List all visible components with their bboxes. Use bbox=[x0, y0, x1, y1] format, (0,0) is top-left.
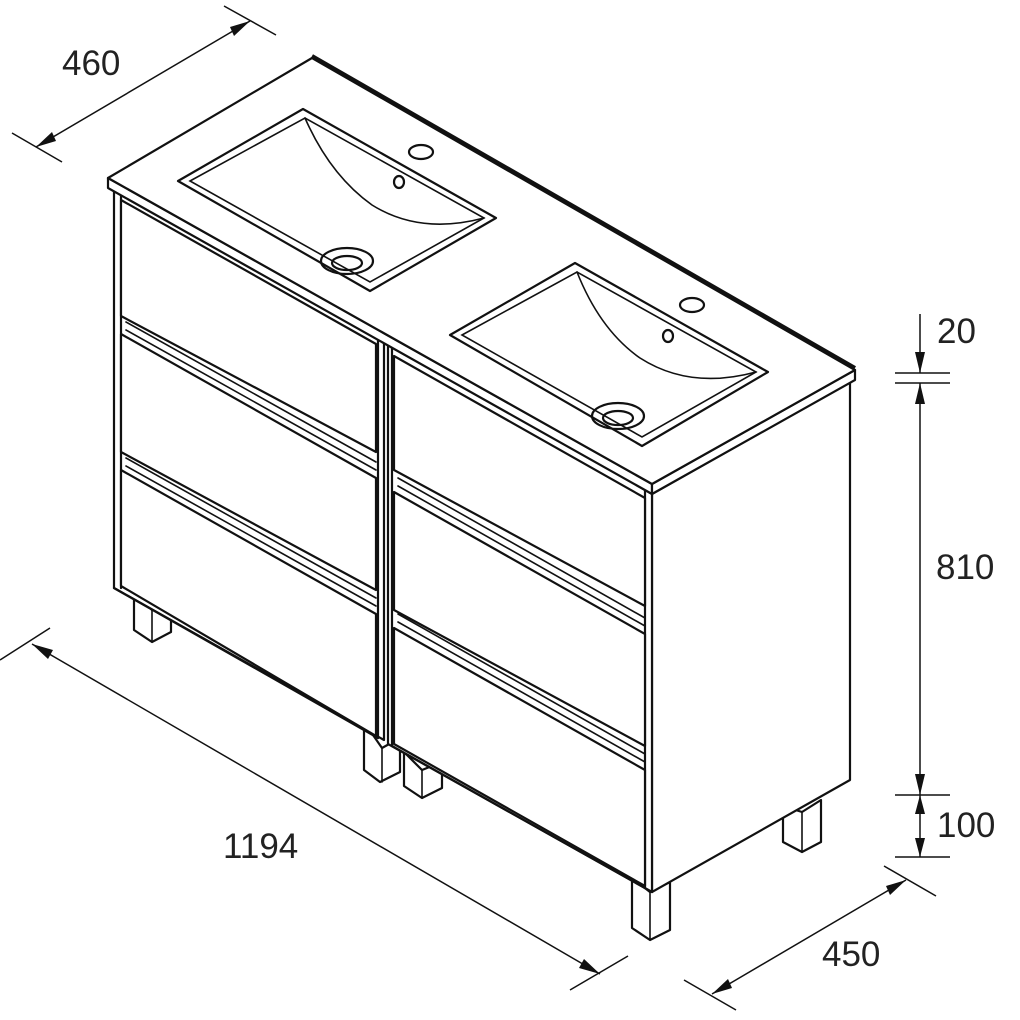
dimension-depth-top bbox=[11, 5, 277, 163]
label-width: 1194 bbox=[223, 827, 298, 866]
worktop bbox=[106, 54, 857, 496]
dimension-width bbox=[0, 627, 629, 991]
label-depth-base: 450 bbox=[822, 935, 880, 974]
overflow-right bbox=[661, 328, 675, 344]
worktop-surface bbox=[106, 56, 857, 486]
label-leg-height: 100 bbox=[937, 806, 995, 845]
basin-left bbox=[176, 107, 498, 293]
drawer-right-middle bbox=[392, 490, 647, 748]
dimension-depth-base bbox=[683, 865, 937, 1011]
drawer-left-bottom bbox=[119, 468, 378, 738]
legs bbox=[132, 588, 823, 942]
tap-hole-right bbox=[678, 296, 706, 314]
drawer-right-top bbox=[392, 354, 647, 608]
drain-right bbox=[590, 401, 646, 431]
drawer-left-middle bbox=[119, 332, 378, 592]
label-cabinet-height: 810 bbox=[936, 548, 994, 587]
tap-hole-left bbox=[407, 143, 435, 161]
label-worktop-thickness: 20 bbox=[937, 312, 976, 351]
dimension-lines bbox=[0, 5, 950, 1011]
basin-right bbox=[448, 261, 770, 448]
overflow-left bbox=[392, 174, 406, 190]
dimension-vertical bbox=[895, 314, 950, 858]
drawer-left-top bbox=[119, 198, 378, 454]
drawer-right-bottom bbox=[392, 626, 647, 888]
drain-left bbox=[319, 246, 375, 276]
dimension-labels: 460 1194 20 810 100 450 bbox=[62, 44, 995, 974]
label-depth-top: 460 bbox=[62, 44, 120, 83]
drawers bbox=[119, 198, 647, 888]
